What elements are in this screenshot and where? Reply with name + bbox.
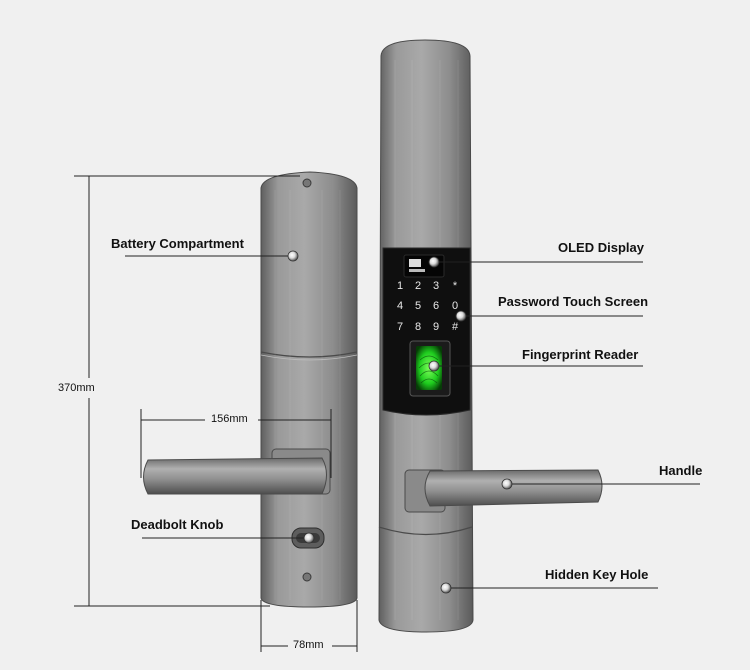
keypad-key-4[interactable]: 4	[397, 300, 403, 312]
dimension-height: 370mm	[58, 382, 95, 394]
label-fingerprint-reader: Fingerprint Reader	[522, 347, 639, 362]
keypad-key-7[interactable]: 7	[397, 321, 403, 333]
keypad-key-9[interactable]: 9	[433, 321, 439, 333]
label-deadbolt-knob: Deadbolt Knob	[131, 517, 224, 532]
marker-oled	[428, 256, 440, 268]
label-handle: Handle	[659, 463, 703, 478]
keypad-key-6[interactable]: 6	[433, 300, 439, 312]
keypad-key-star[interactable]: *	[453, 280, 458, 292]
marker-handle	[501, 478, 513, 490]
keypad-key-1[interactable]: 1	[397, 280, 403, 292]
keypad-key-3[interactable]: 3	[433, 280, 439, 292]
marker-password	[455, 310, 467, 322]
keypad-key-hash[interactable]: #	[452, 321, 459, 333]
label-oled-display: OLED Display	[558, 240, 644, 255]
inside-lock-body	[260, 171, 358, 608]
dimension-handle-length: 156mm	[211, 413, 248, 425]
keypad-key-5[interactable]: 5	[415, 300, 421, 312]
callout-markers	[287, 250, 513, 594]
outside-handle[interactable]	[404, 469, 603, 513]
marker-deadbolt	[303, 532, 315, 544]
dimension-width: 78mm	[293, 639, 324, 651]
keypad-key-0[interactable]: 0	[452, 300, 458, 312]
marker-battery	[287, 250, 299, 262]
label-password-touch-screen: Password Touch Screen	[498, 294, 649, 309]
marker-fingerprint	[428, 360, 440, 372]
inside-handle[interactable]	[143, 448, 331, 495]
callout-lines	[125, 255, 700, 589]
label-hidden-key-hole: Hidden Key Hole	[545, 567, 649, 582]
label-battery-compartment: Battery Compartment	[111, 236, 244, 251]
keypad-key-8[interactable]: 8	[415, 321, 421, 333]
marker-keyhole	[440, 582, 452, 594]
keypad-key-2[interactable]: 2	[415, 280, 421, 292]
dimension-lines	[74, 175, 358, 652]
